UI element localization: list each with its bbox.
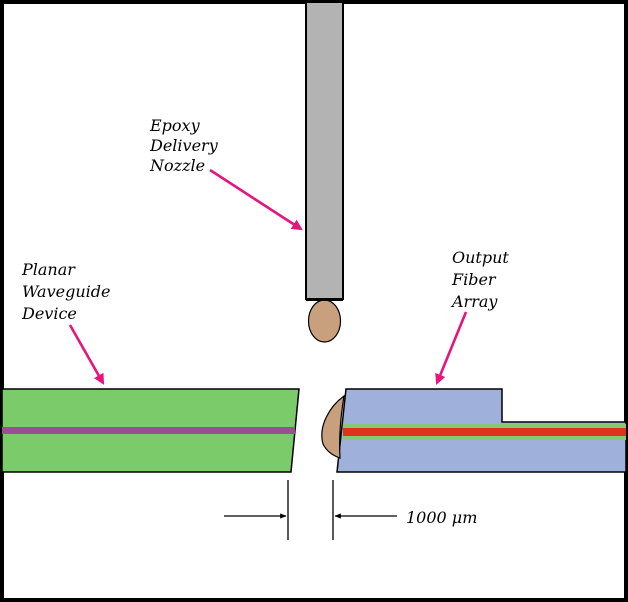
waveguide-label-line-2: Waveguide <box>22 282 110 301</box>
waveguide-core <box>2 427 295 434</box>
epoxy-bead <box>321 394 345 459</box>
nozzle-pointer-arrow <box>209 168 303 231</box>
waveguide-pointer-arrow <box>68 324 105 385</box>
fiber-pointer-arrow <box>435 311 468 386</box>
nozzle-label-line-2: Delivery <box>149 136 219 155</box>
nozzle-label-line-3: Nozzle <box>149 156 205 175</box>
fiber-label-line-3: Array <box>450 292 498 311</box>
fiber-label: Output Fiber Array <box>450 248 514 311</box>
gap-dimension-label: 1000 μm <box>406 508 477 527</box>
epoxy-droplet <box>307 299 342 343</box>
fiber-core <box>343 428 626 436</box>
fiber-label-line-2: Fiber <box>451 270 497 289</box>
epoxy-delivery-nozzle <box>305 1 344 300</box>
fiber-label-line-1: Output <box>452 248 509 267</box>
waveguide-label-line-1: Planar <box>21 260 76 279</box>
waveguide-label-line-3: Device <box>21 304 77 323</box>
nozzle-label: Epoxy Delivery Nozzle <box>149 116 223 175</box>
nozzle-label-line-1: Epoxy <box>149 116 201 135</box>
waveguide-label: Planar Waveguide Device <box>21 260 116 323</box>
